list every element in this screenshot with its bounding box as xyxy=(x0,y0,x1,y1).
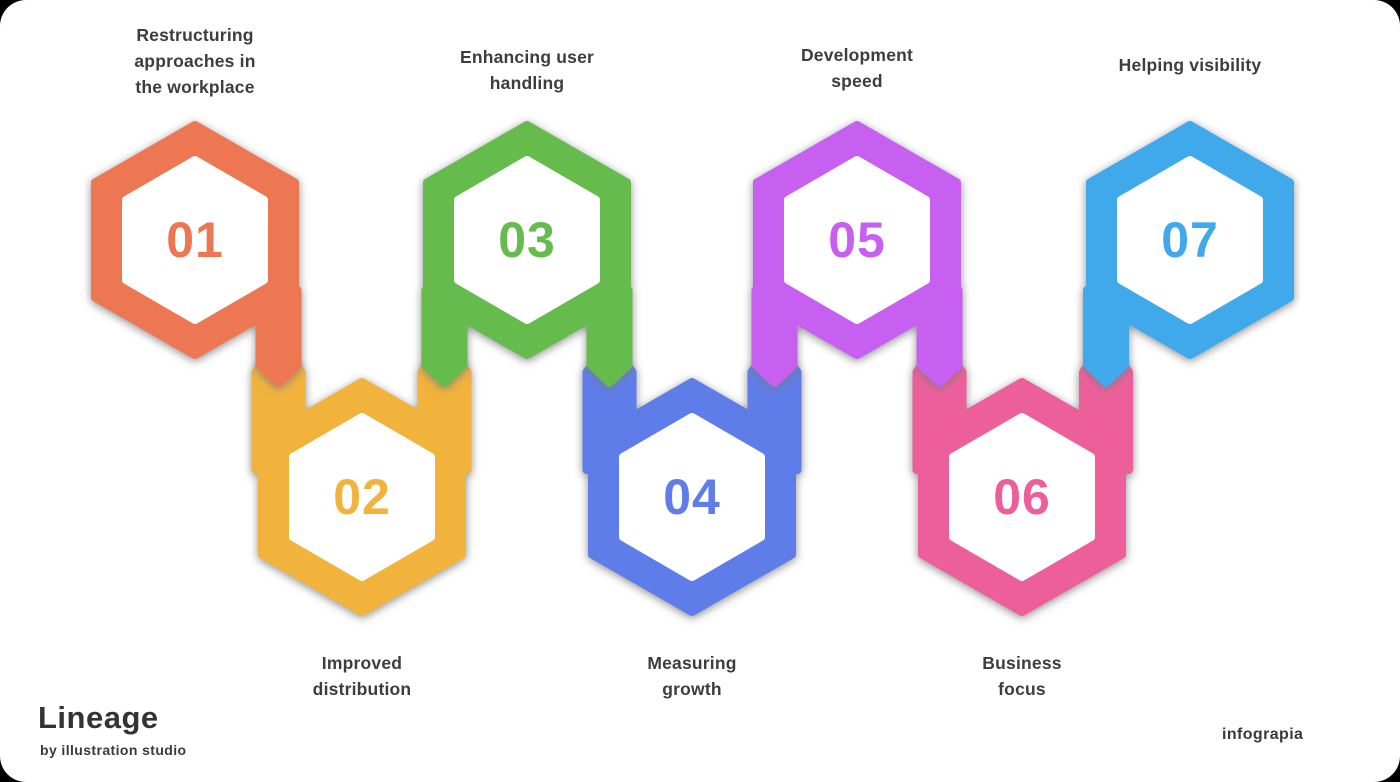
step-hexagon-02: 02 xyxy=(251,359,472,616)
inner-hexagon xyxy=(122,156,268,324)
inner-hexagon xyxy=(784,156,930,324)
step-number: 03 xyxy=(498,212,556,268)
step-label-2: Improved distribution xyxy=(312,653,412,699)
brand-tagline: by illustration studio xyxy=(40,742,187,758)
step-hexagon-07: 07 xyxy=(1083,121,1294,387)
step-hexagon-03: 03 xyxy=(421,121,633,387)
step-number: 07 xyxy=(1161,212,1219,268)
inner-hexagon xyxy=(619,413,765,581)
inner-hexagon xyxy=(1117,156,1263,324)
credit-text: infograpia xyxy=(1222,726,1304,743)
step-number: 01 xyxy=(166,212,224,268)
inner-hexagon xyxy=(454,156,600,324)
step-label-6: Business focus xyxy=(982,653,1062,699)
brand-title: Lineage xyxy=(38,700,159,735)
inner-hexagon xyxy=(289,413,435,581)
step-label-1: Restructuring approaches in the workplac… xyxy=(134,25,256,97)
step-number: 02 xyxy=(333,469,391,525)
step-label-5: Development speed xyxy=(800,45,914,91)
inner-hexagon xyxy=(949,413,1095,581)
step-label-4: Measuring growth xyxy=(647,653,737,699)
step-hexagon-05: 05 xyxy=(751,121,963,387)
step-number: 06 xyxy=(993,469,1051,525)
step-hexagon-01: 01 xyxy=(91,121,302,387)
step-number: 04 xyxy=(663,469,721,525)
step-label-7: Helping visibility xyxy=(1118,55,1262,75)
step-number: 05 xyxy=(828,212,886,268)
step-hexagon-06: 06 xyxy=(912,359,1133,616)
step-hexagon-04: 04 xyxy=(582,359,802,616)
step-label-3: Enhancing user handling xyxy=(459,47,595,93)
